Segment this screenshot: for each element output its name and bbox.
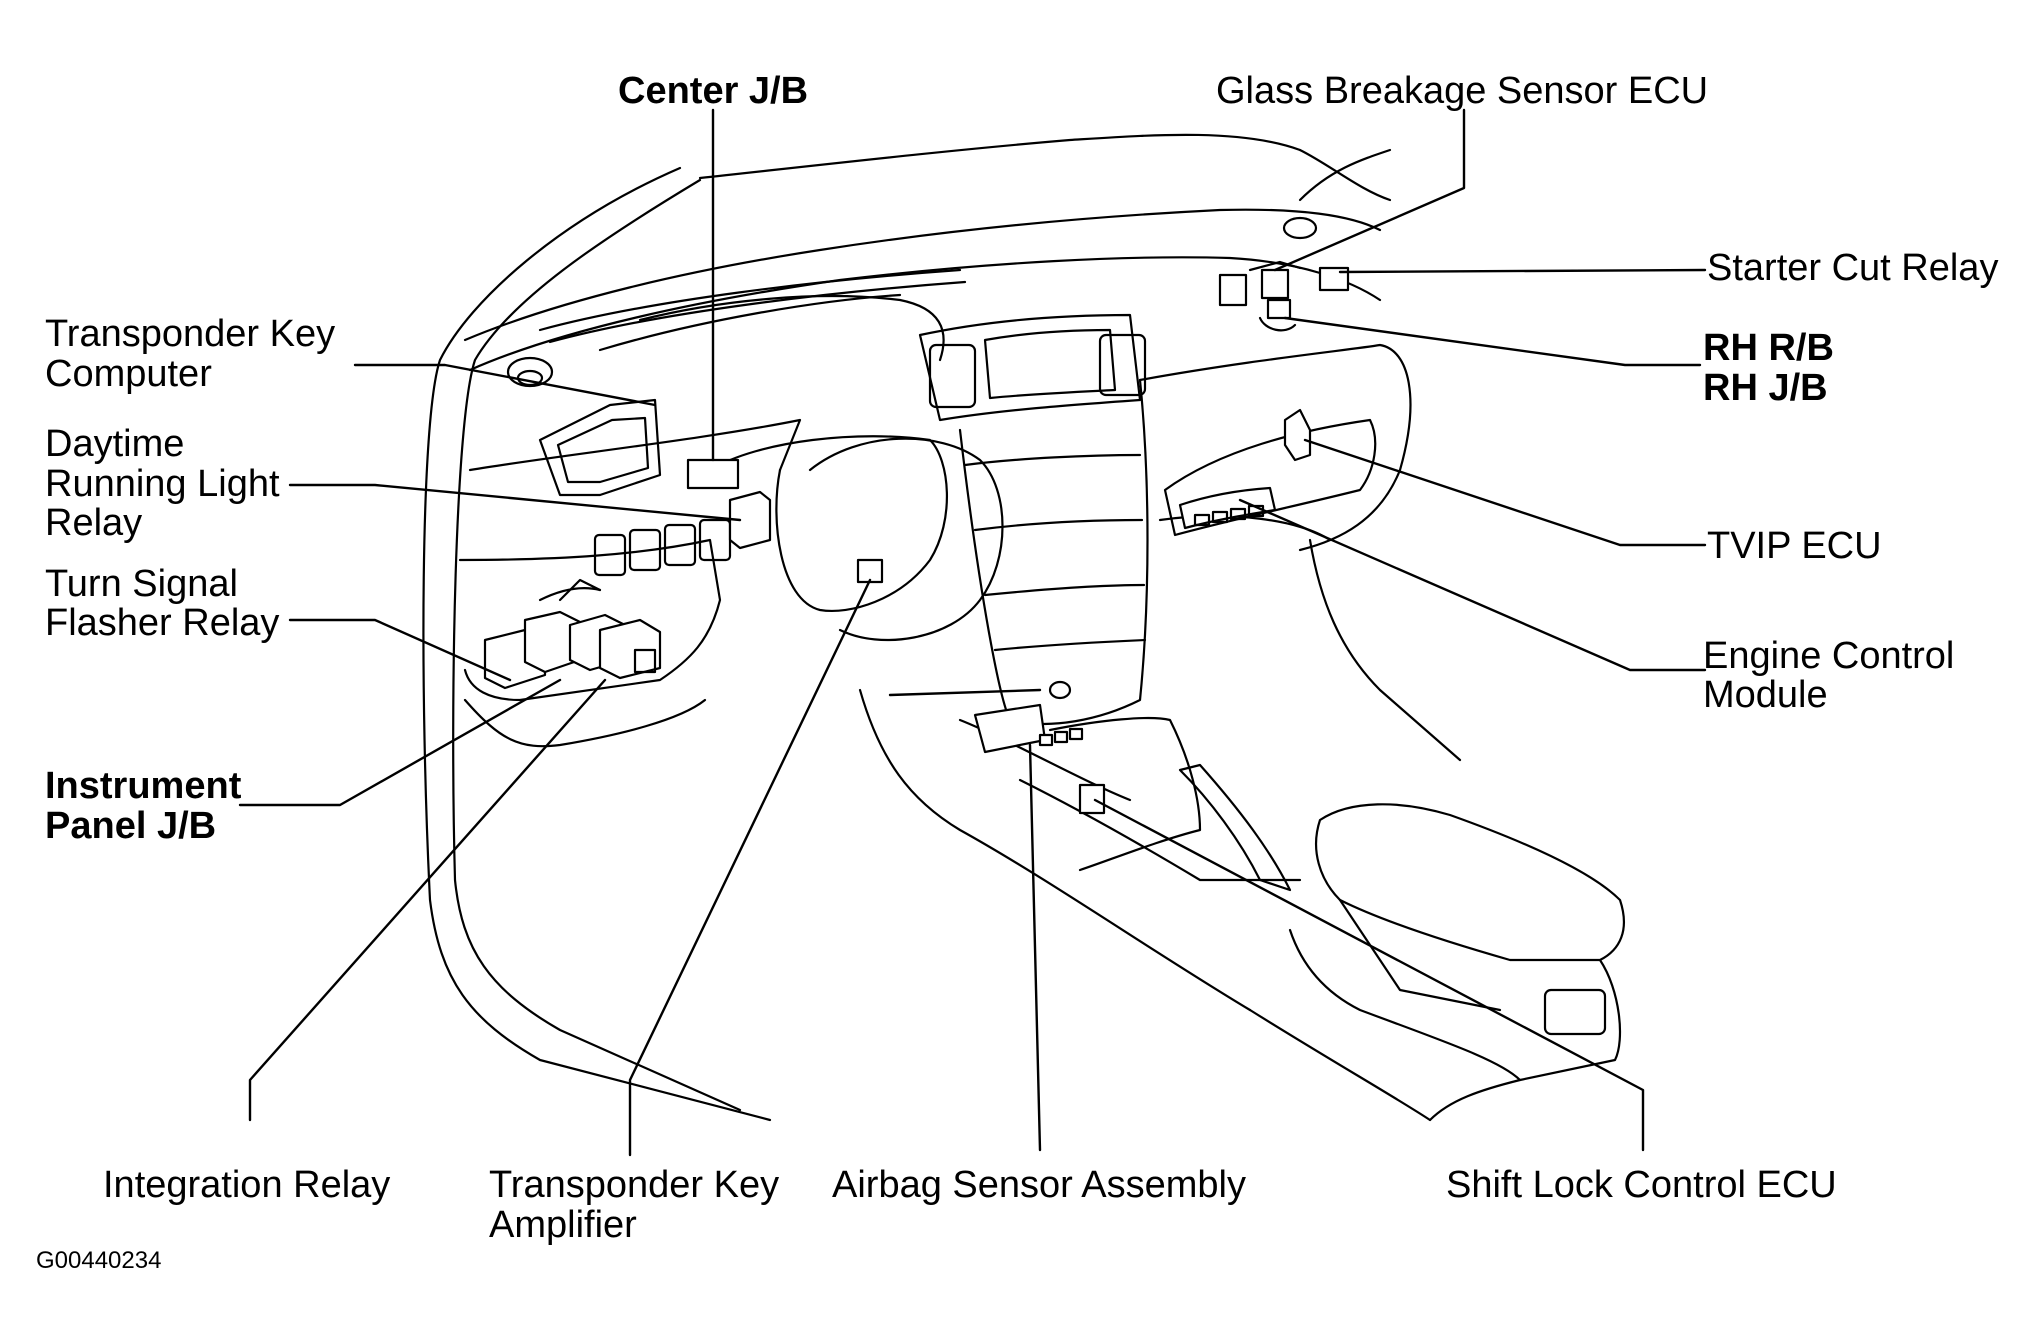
armrest-top: [1315, 803, 1625, 962]
a-pillar-inner: [452, 178, 742, 1112]
airbag-sensor-knob: [1048, 680, 1072, 700]
label-ipjb-2: Panel J/B: [45, 805, 216, 847]
dash-hood: [638, 295, 945, 362]
dashboard-drawing: [422, 133, 1625, 1122]
center-stack-slot-4: [993, 638, 1147, 652]
airbag-connectors: [1038, 727, 1084, 747]
label-ipjb-1: Instrument: [45, 765, 242, 807]
leader-tvip: [1303, 438, 1707, 547]
leader-turn-signal: [288, 618, 512, 682]
lower-left-panel: [468, 418, 802, 472]
airbag-sensor-box: [973, 703, 1047, 754]
left-vent-inner: [556, 416, 650, 484]
label-amp-1: Transponder Key: [489, 1164, 779, 1206]
center-stack-slot-3: [983, 583, 1146, 597]
label-transponder-computer-2: Computer: [45, 353, 212, 395]
console-rear-pocket: [1543, 988, 1607, 1036]
cluster-right-vent: [1098, 333, 1147, 397]
label-rh-rb: RH R/B: [1703, 327, 1834, 369]
console-base: [1248, 1008, 1432, 1122]
cluster-frame: [918, 313, 1142, 422]
tvip-ecu: [1283, 408, 1312, 462]
center-stack-slot-2: [973, 518, 1144, 532]
leader-lines: [238, 108, 1707, 1157]
label-drl-3: Relay: [45, 502, 142, 544]
rh-rb-components: [1218, 260, 1350, 332]
ip-jb-relays: [483, 578, 662, 690]
label-turn-1: Turn Signal: [45, 563, 238, 605]
label-center-jb: Center J/B: [618, 70, 808, 112]
label-drl-1: Daytime: [45, 423, 184, 465]
label-ecm-1: Engine Control: [1703, 635, 1954, 677]
labels: Center J/B Glass Breakage Sensor ECU Sta…: [36, 70, 1998, 1274]
label-tvip: TVIP ECU: [1707, 525, 1882, 567]
shift-lock-ecu-box: [1078, 783, 1106, 815]
right-side-wall: [1308, 538, 1462, 762]
leader-ecm: [1238, 498, 1707, 672]
leader-rh-rb: [1283, 316, 1702, 367]
leader-amplifier: [628, 578, 872, 1157]
console-left-edge: [858, 688, 1252, 1012]
label-transponder-computer-1: Transponder Key: [45, 313, 335, 355]
console-rear-panel: [1288, 928, 1522, 1082]
figure-code: G00440234: [36, 1247, 161, 1274]
leader-integration: [248, 678, 607, 1122]
ecm-box: [1178, 486, 1277, 530]
label-rh-jb: RH J/B: [1703, 367, 1828, 409]
console-rear: [1428, 958, 1622, 1122]
center-stack: [958, 378, 1149, 726]
label-airbag: Airbag Sensor Assembly: [832, 1164, 1246, 1206]
label-integration: Integration Relay: [103, 1164, 390, 1206]
windshield-edge: [698, 133, 1302, 180]
center-stack-slot-1: [963, 453, 1142, 467]
cluster-window: [983, 328, 1117, 400]
leader-airbag-2: [888, 688, 1042, 697]
leader-shift-lock: [1093, 798, 1645, 1152]
label-turn-2: Flasher Relay: [45, 602, 279, 644]
armrest-side: [1338, 898, 1502, 1012]
leader-drl: [288, 483, 742, 522]
label-amp-2: Amplifier: [489, 1204, 637, 1246]
center-jb-box: [686, 458, 740, 490]
drl-relay: [728, 490, 772, 550]
label-starter-cut: Starter Cut Relay: [1707, 247, 1998, 289]
defroster-vent: [538, 268, 967, 344]
windshield-edge-2: [1298, 148, 1392, 202]
right-dash-face: [1138, 343, 1412, 552]
cluster-left-vent: [928, 343, 977, 409]
roof-curve: [1298, 148, 1392, 202]
console-shift-bezel: [1048, 716, 1202, 872]
left-lower-edge: [463, 698, 707, 748]
label-ecm-2: Module: [1703, 674, 1828, 716]
leader-glass-breakage: [1273, 108, 1466, 272]
steering-wheel: [808, 437, 1004, 642]
label-shift-lock: Shift Lock Control ECU: [1446, 1164, 1837, 1206]
console-cup-area: [1018, 778, 1302, 882]
meter-hood: [708, 435, 948, 612]
dash-top-front: [463, 208, 1382, 342]
transponder-amplifier: [856, 558, 884, 584]
a-pillar-outer: [422, 166, 772, 1122]
left-knee-panel: [458, 538, 722, 702]
leader-transponder-computer: [353, 363, 657, 407]
right-speaker: [1282, 216, 1318, 240]
leader-starter-cut: [1338, 268, 1707, 274]
shift-lever: [1178, 763, 1292, 892]
label-drl-2: Running Light: [45, 463, 280, 505]
label-glass-breakage: Glass Breakage Sensor ECU: [1216, 70, 1708, 112]
leader-airbag: [1028, 743, 1042, 1152]
left-vent-frame: [538, 398, 662, 497]
leader-ip-jb: [238, 678, 562, 807]
